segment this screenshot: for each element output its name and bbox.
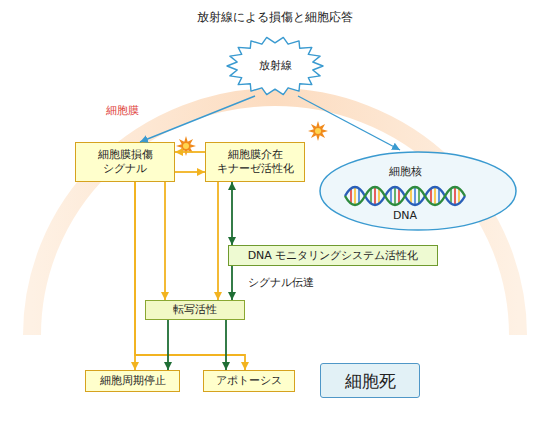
outcome-box: アポトーシス [203, 370, 295, 392]
node-text: 細胞核 [318, 165, 492, 179]
process-box: 細胞膜介在 キナーゼ活性化 [205, 142, 305, 182]
connector-arrow [225, 320, 227, 370]
connector-arrow [135, 182, 245, 370]
node-text: 転写活性 [173, 303, 217, 317]
node-text: DNA [318, 209, 492, 223]
connector-arrow [175, 151, 205, 153]
connector-arrow [217, 182, 219, 300]
connector-arrow [164, 182, 166, 300]
connector-arrow [298, 96, 400, 150]
node-text: DNA モニタリングシステム活性化 [248, 249, 419, 263]
process-box: 細胞膜損傷 シグナル [75, 142, 175, 182]
part-label: 細胞膜 [106, 103, 139, 118]
connector-arrow [231, 182, 233, 245]
node-text: 細胞死 [345, 374, 396, 388]
outcome-box: 細胞周期停止 [85, 370, 180, 392]
node-text: 細胞周期停止 [100, 374, 166, 388]
node-text: アポトーシス [216, 374, 282, 388]
process-box: 転写活性 [145, 300, 245, 320]
connector-arrow [231, 266, 233, 300]
connector-arrow [175, 171, 205, 173]
node-text: 細胞膜損傷 シグナル [76, 148, 174, 176]
node-text: 放射線 [259, 59, 292, 73]
edge-label: シグナル伝達 [248, 275, 314, 290]
node-text: 細胞膜介在 キナーゼ活性化 [206, 148, 304, 176]
process-box: DNA モニタリングシステム活性化 [228, 245, 438, 266]
connector-arrow [167, 320, 169, 370]
connector-arrow [140, 96, 255, 142]
diagram-title: 放射線による損傷と細胞応答 [0, 9, 550, 26]
result-box: 細胞死 [320, 363, 420, 398]
radiation-burst: 放射線 [225, 36, 325, 96]
